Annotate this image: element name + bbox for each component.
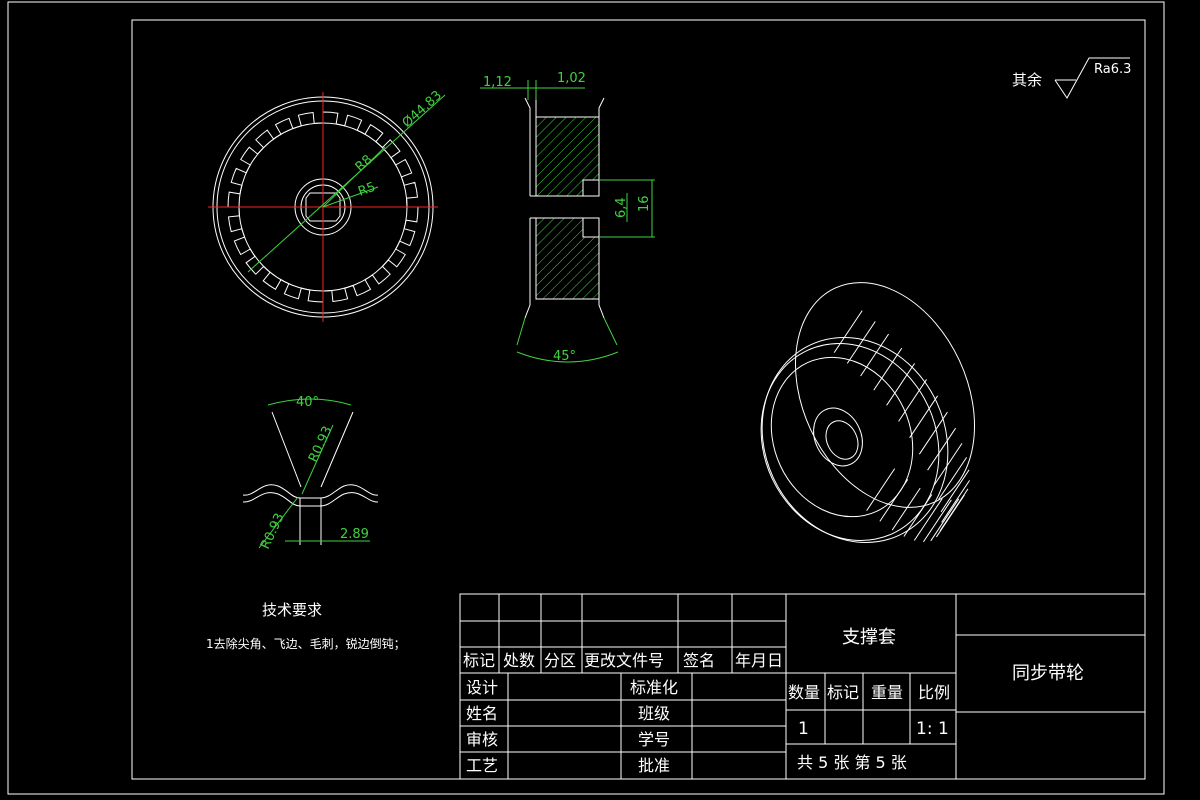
col-mark: 标记 — [827, 683, 859, 702]
hdr-sign: 签名 — [683, 651, 715, 670]
roughness-label: 其余 — [1012, 71, 1042, 89]
iso-tooth-line — [846, 321, 876, 364]
iso-tooth-line — [879, 479, 909, 522]
role-process: 工艺 — [466, 756, 498, 775]
hdr-date: 年月日 — [735, 651, 783, 670]
iso-tooth-line — [909, 395, 939, 439]
tech-req-item-1: 1去除尖角、飞边、毛刺，锐边倒钝； — [206, 636, 406, 651]
role-review: 审核 — [466, 730, 498, 749]
col-qty: 数量 — [788, 683, 820, 702]
iso-tooth-line — [873, 347, 903, 391]
iso-tooth-line — [886, 363, 916, 406]
tooth-r-top: R0.93 — [306, 424, 336, 465]
section-view: 1,12 1,02 6,4 16 45° — [480, 71, 655, 364]
front-view: Ø44.83 R8 R5 — [208, 88, 446, 322]
iso-tooth-line — [930, 498, 960, 542]
isometric-pulley — [760, 282, 975, 543]
dim-1-12: 1,12 — [483, 75, 512, 90]
col-scale: 比例 — [918, 683, 950, 702]
mid-student-id: 学号 — [638, 730, 670, 749]
mid-standard: 标准化 — [630, 678, 678, 697]
iso-tooth-line — [922, 499, 952, 543]
angle-45: 45° — [553, 349, 576, 364]
iso-tooth-line — [918, 411, 948, 455]
title-block: 标记 处数 分区 更改文件号 签名 年月日 设计 姓名 审核 工艺 标准化 班级… — [459, 593, 1146, 780]
iso-tooth-line — [940, 469, 970, 513]
radius-r8-label: R8 — [353, 152, 376, 175]
roughness-symbol: 其余 Ra6.3 — [1012, 57, 1131, 99]
iso-tooth-line — [913, 498, 943, 541]
tooth-width: 2.89 — [340, 527, 369, 542]
role-name: 姓名 — [466, 704, 498, 723]
iso-tooth-line — [938, 457, 968, 500]
dim-1-02: 1,02 — [557, 71, 586, 86]
mid-approve: 批准 — [638, 756, 670, 775]
outer-border — [7, 1, 1165, 795]
tooth-r-left: R0.93 — [258, 511, 288, 552]
scale-value: 1: 1 — [916, 719, 949, 739]
tooth-detail: 40° 2.89 R0.93 R0.93 — [242, 395, 379, 552]
iso-tooth-line — [860, 333, 890, 377]
mid-class: 班级 — [638, 704, 670, 723]
iso-tooth-line — [933, 443, 963, 486]
part-name: 支撑套 — [842, 627, 896, 648]
hdr-mark: 标记 — [463, 651, 495, 670]
iso-tooth-line — [941, 480, 971, 523]
dia-leader — [247, 94, 446, 273]
roughness-value: Ra6.3 — [1094, 62, 1131, 77]
dim-6-4: 6,4 — [614, 197, 629, 218]
iso-tooth-line — [866, 468, 896, 511]
tooth-angle: 40° — [296, 395, 319, 410]
iso-tooth-line — [891, 487, 921, 531]
dim-16: 16 — [637, 195, 652, 212]
qty-value: 1 — [798, 719, 809, 739]
tech-req-title: 技术要求 — [262, 601, 322, 619]
technical-requirements: 技术要求 1去除尖角、飞边、毛刺，锐边倒钝； — [206, 601, 406, 651]
iso-tooth-line — [833, 310, 863, 353]
hdr-count: 处数 — [503, 651, 535, 670]
iso-tooth-line — [898, 379, 928, 422]
radius-r5-label: R5 — [356, 180, 377, 200]
iso-tooth-line — [939, 488, 969, 532]
role-design: 设计 — [466, 678, 498, 697]
hdr-change-doc: 更改文件号 — [584, 651, 664, 670]
iso-tooth-line — [903, 494, 933, 537]
hdr-zone: 分区 — [544, 651, 576, 670]
drawing-name: 同步带轮 — [1012, 663, 1084, 684]
col-weight: 重量 — [871, 683, 903, 702]
sheets-info: 共 5 张 第 5 张 — [797, 753, 907, 772]
iso-tooth-line — [927, 427, 957, 471]
dia-outer-label: Ø44.83 — [400, 88, 445, 131]
